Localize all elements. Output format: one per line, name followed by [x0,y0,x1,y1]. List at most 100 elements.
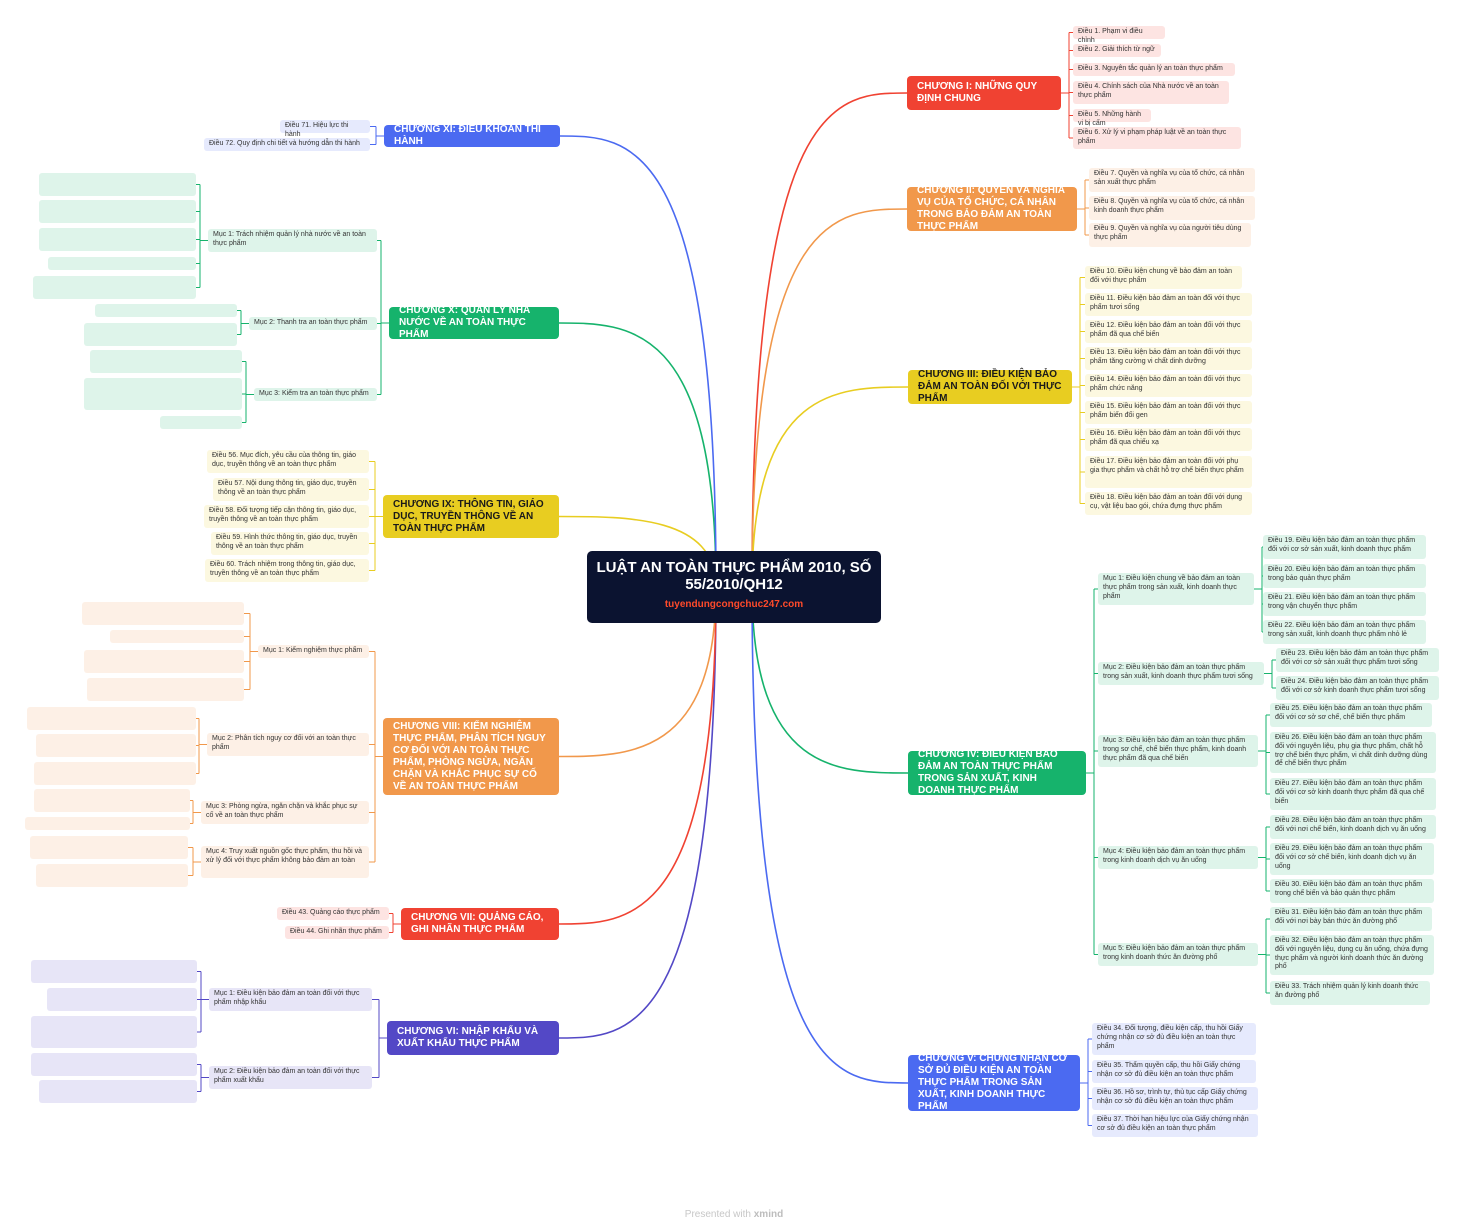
ch6-section-1[interactable]: Mục 1: Điều kiện bảo đảm an toàn đối với… [209,988,372,1011]
article-62[interactable] [39,200,196,223]
article-5[interactable]: Điều 5. Những hành vi bị cấm [1073,109,1151,127]
ch10-section-1[interactable]: Mục 1: Trách nhiệm quản lý nhà nước về a… [208,229,377,252]
article-8[interactable]: Điều 8. Quyền và nghĩa vụ của tổ chức, c… [1089,196,1255,220]
chapter-2-topic[interactable]: CHƯƠNG II: QUYỀN VÀ NGHĨA VỤ CỦA TỔ CHỨC… [907,185,1077,232]
article-64[interactable] [48,257,196,270]
article-34[interactable]: Điều 34. Đối tượng, điều kiện cấp, thu h… [1092,1023,1256,1055]
article-51[interactable] [34,762,196,785]
ch4-section-3[interactable]: Mục 3: Điều kiện bảo đảm an toàn thực ph… [1098,735,1258,767]
chapter-9-topic[interactable]: CHƯƠNG IX: THÔNG TIN, GIÁO DỤC, TRUYỀN T… [383,495,559,538]
article-3[interactable]: Điều 3. Nguyên tắc quản lý an toàn thực … [1073,63,1235,76]
ch10-section-3[interactable]: Mục 3: Kiểm tra an toàn thực phẩm [254,388,377,401]
article-15[interactable]: Điều 15. Điều kiện bảo đảm an toàn đối v… [1085,401,1252,424]
article-72[interactable]: Điều 72. Quy định chi tiết và hướng dẫn … [204,138,370,151]
article-27[interactable]: Điều 27. Điều kiện bảo đảm an toàn thực … [1270,778,1436,810]
article-47[interactable] [84,650,244,673]
article-49[interactable] [27,707,196,730]
article-56[interactable]: Điều 56. Mục đích, yêu cầu của thông tin… [207,450,369,473]
article-36[interactable]: Điều 36. Hồ sơ, trình tự, thủ tục cấp Gi… [1092,1087,1258,1110]
chapter-11-topic[interactable]: CHƯƠNG XI: ĐIỀU KHOẢN THI HÀNH [384,124,560,147]
article-68[interactable] [90,350,242,373]
chapter-8-topic[interactable]: CHƯƠNG VIII: KIỂM NGHIỆM THỰC PHẨM, PHÂN… [383,718,559,795]
article-13[interactable]: Điều 13. Điều kiện bảo đảm an toàn đối v… [1085,347,1252,370]
ch4-section-2[interactable]: Mục 2: Điều kiện bảo đảm an toàn thực ph… [1098,662,1264,685]
ch6-section-2[interactable]: Mục 2: Điều kiện bảo đảm an toàn đối với… [209,1066,372,1089]
ch4-section-1[interactable]: Mục 1: Điều kiện chung về bảo đảm an toà… [1098,573,1254,605]
article-63[interactable] [39,228,196,251]
article-29[interactable]: Điều 29. Điều kiện bảo đảm an toàn thực … [1270,843,1434,875]
article-46[interactable] [110,630,244,643]
article-4[interactable]: Điều 4. Chính sách của Nhà nước về an to… [1073,81,1229,104]
article-71[interactable]: Điều 71. Hiệu lực thi hành [280,120,370,138]
article-19[interactable]: Điều 19. Điều kiện bảo đảm an toàn thực … [1263,535,1426,559]
article-16[interactable]: Điều 16. Điều kiện bảo đảm an toàn đối v… [1085,428,1252,451]
article-52[interactable] [34,789,190,812]
article-10[interactable]: Điều 10. Điều kiện chung về bảo đảm an t… [1085,266,1242,289]
article-31[interactable]: Điều 31. Điều kiện bảo đảm an toàn thực … [1270,907,1432,931]
ch8-section-2[interactable]: Mục 2: Phân tích nguy cơ đối với an toàn… [207,733,369,756]
article-24[interactable]: Điều 24. Điều kiện bảo đảm an toàn thực … [1276,676,1439,700]
ch8-section-1[interactable]: Mục 1: Kiểm nghiệm thực phẩm [258,645,369,658]
article-35[interactable]: Điều 35. Thẩm quyền cấp, thu hồi Giấy ch… [1092,1060,1256,1083]
ch8-section-3[interactable]: Mục 3: Phòng ngừa, ngăn chặn và khắc phụ… [201,801,369,824]
article-38[interactable] [31,960,197,983]
article-18[interactable]: Điều 18. Điều kiện bảo đảm an toàn đối v… [1085,492,1252,515]
article-22[interactable]: Điều 22. Điều kiện bảo đảm an toàn thực … [1263,620,1426,644]
article-59[interactable]: Điều 59. Hình thức thông tin, giáo dục, … [211,532,369,555]
article-9[interactable]: Điều 9. Quyền và nghĩa vụ của người tiêu… [1089,223,1251,247]
ch4-section-5[interactable]: Mục 5: Điều kiện bảo đảm an toàn thực ph… [1098,943,1258,966]
article-30[interactable]: Điều 30. Điều kiện bảo đảm an toàn thực … [1270,879,1434,903]
article-7[interactable]: Điều 7. Quyền và nghĩa vụ của tổ chức, c… [1089,168,1255,192]
article-43[interactable]: Điều 43. Quảng cáo thực phẩm [277,907,389,920]
article-12[interactable]: Điều 12. Điều kiện bảo đảm an toàn đối v… [1085,320,1252,343]
article-32[interactable]: Điều 32. Điều kiện bảo đảm an toàn thực … [1270,935,1434,975]
article-28[interactable]: Điều 28. Điều kiện bảo đảm an toàn thực … [1270,815,1436,839]
chapter-5-topic[interactable]: CHƯƠNG V: CHỨNG NHẬN CƠ SỞ ĐỦ ĐIỀU KIỆN … [908,1053,1080,1112]
article-54[interactable] [30,836,188,859]
article-1[interactable]: Điều 1. Phạm vi điều chỉnh [1073,26,1165,44]
chapter-10-topic[interactable]: CHƯƠNG X: QUẢN LÝ NHÀ NƯỚC VỀ AN TOÀN TH… [389,305,559,340]
article-69[interactable] [84,378,242,410]
article-50[interactable] [36,734,196,757]
article-23[interactable]: Điều 23. Điều kiện bảo đảm an toàn thực … [1276,648,1439,672]
article-44[interactable]: Điều 44. Ghi nhãn thực phẩm [285,926,389,939]
article-55[interactable] [36,864,188,887]
article-37[interactable]: Điều 37. Thời hạn hiệu lực của Giấy chứn… [1092,1114,1258,1137]
article-17[interactable]: Điều 17. Điều kiện bảo đảm an toàn đối v… [1085,456,1252,488]
article-20[interactable]: Điều 20. Điều kiện bảo đảm an toàn thực … [1263,564,1426,588]
article-60[interactable]: Điều 60. Trách nhiệm trong thông tin, gi… [205,559,369,582]
article-33[interactable]: Điều 33. Trách nhiệm quản lý kinh doanh … [1270,981,1430,1005]
article-66[interactable] [95,304,237,317]
chapter-3-topic[interactable]: CHƯƠNG III: ĐIỀU KIỆN BẢO ĐẢM AN TOÀN ĐỐ… [908,369,1072,404]
root-topic[interactable]: LUẬT AN TOÀN THỰC PHẨM 2010, SỐ 55/2010/… [587,551,881,623]
chapter-9-label: CHƯƠNG IX: THÔNG TIN, GIÁO DỤC, TRUYỀN T… [393,498,544,534]
ch8-section-4[interactable]: Mục 4: Truy xuất nguồn gốc thực phẩm, th… [201,846,369,878]
chapter-4-topic[interactable]: CHƯƠNG IV: ĐIỀU KIỆN BẢO ĐẢM AN TOÀN THỰ… [908,749,1086,796]
article-45[interactable] [82,602,244,625]
article-65[interactable] [33,276,196,299]
article-70[interactable] [160,416,242,429]
article-58[interactable]: Điều 58. Đối tượng tiếp cận thông tin, g… [204,505,369,528]
ch10-section-2[interactable]: Mục 2: Thanh tra an toàn thực phẩm [249,317,377,330]
chapter-1-topic[interactable]: CHƯƠNG I: NHỮNG QUY ĐỊNH CHUNG [907,76,1061,110]
article-41[interactable] [31,1053,197,1076]
chapter-6-topic[interactable]: CHƯƠNG VI: NHẬP KHẨU VÀ XUẤT KHẨU THỰC P… [387,1021,559,1055]
article-40[interactable] [31,1016,197,1048]
article-42[interactable] [39,1080,197,1103]
article-11[interactable]: Điều 11. Điều kiện bảo đảm an toàn đối v… [1085,293,1252,316]
article-53[interactable] [25,817,190,830]
chapter-6-label: CHƯƠNG VI: NHẬP KHẨU VÀ XUẤT KHẨU THỰC P… [397,1026,539,1049]
article-2[interactable]: Điều 2. Giải thích từ ngữ [1073,44,1161,57]
article-25[interactable]: Điều 25. Điều kiện bảo đảm an toàn thực … [1270,703,1432,727]
article-48[interactable] [87,678,244,701]
article-21[interactable]: Điều 21. Điều kiện bảo đảm an toàn thực … [1263,592,1426,616]
article-14[interactable]: Điều 14. Điều kiện bảo đảm an toàn đối v… [1085,374,1252,397]
article-67[interactable] [84,323,237,346]
ch4-section-4[interactable]: Mục 4: Điều kiện bảo đảm an toàn thực ph… [1098,846,1258,869]
article-61[interactable] [39,173,196,196]
chapter-7-topic[interactable]: CHƯƠNG VII: QUẢNG CÁO, GHI NHÃN THỰC PHẨ… [401,908,559,940]
article-6[interactable]: Điều 6. Xử lý vi phạm pháp luật về an to… [1073,127,1241,149]
article-26[interactable]: Điều 26. Điều kiện bảo đảm an toàn thực … [1270,732,1436,773]
article-39[interactable] [47,988,197,1011]
article-57[interactable]: Điều 57. Nội dung thông tin, giáo dục, t… [213,478,369,501]
